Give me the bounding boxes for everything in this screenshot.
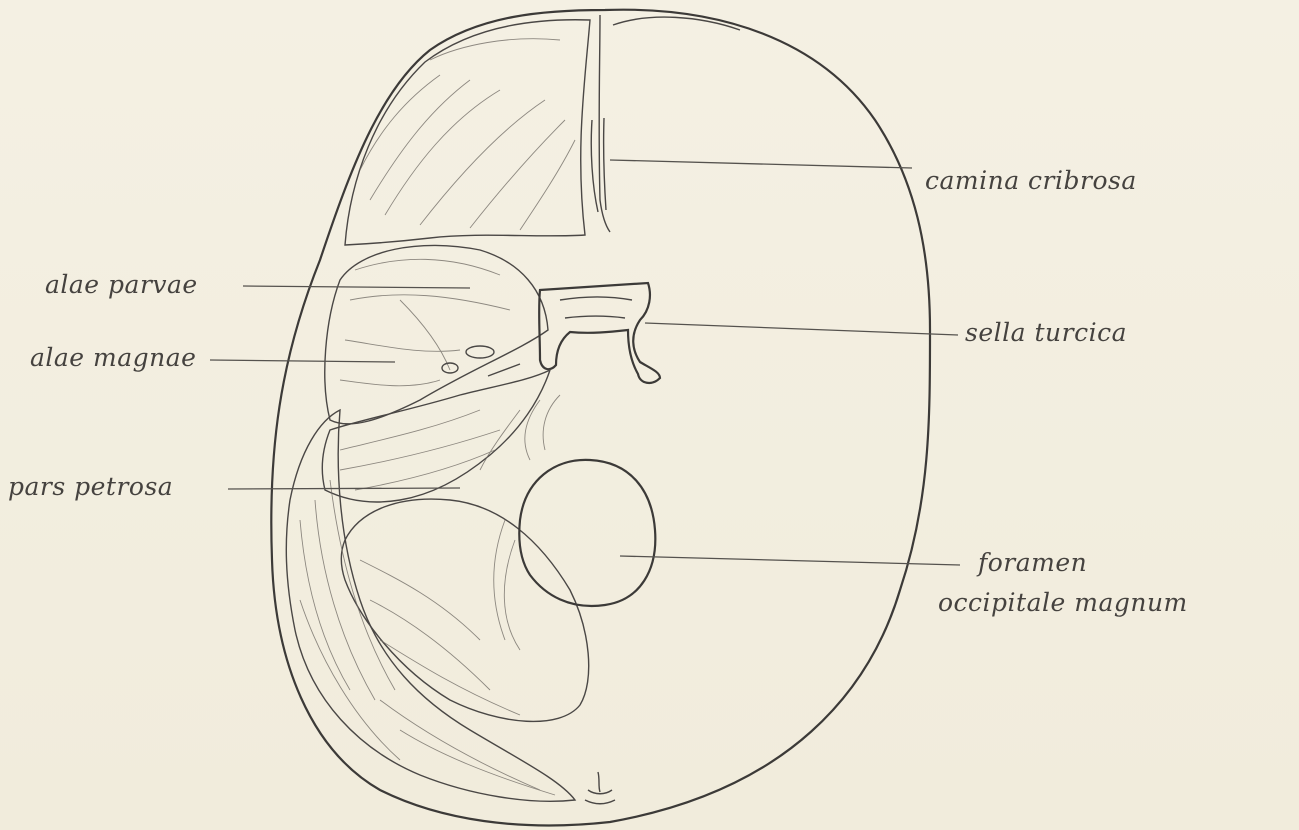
foramen-spinosum (488, 364, 520, 376)
label-camina-cribrosa: camina cribrosa (925, 166, 1137, 195)
foramen-magnum-shape (519, 460, 655, 606)
label-foramen: foramen (978, 548, 1087, 577)
leader-alae-parvae (243, 286, 470, 288)
leader-camina-cribrosa (610, 160, 912, 168)
leader-pars-petrosa (228, 488, 460, 489)
label-occipitale-magnum: occipitale magnum (938, 588, 1188, 617)
cerebellar-lobe (341, 499, 588, 721)
sella-inner (560, 297, 632, 318)
foramen-rotundum (466, 346, 494, 358)
label-pars-petrosa: pars petrosa (8, 472, 173, 501)
middle-fossa-hatching (340, 259, 510, 385)
foramen-rim-hatching (494, 395, 560, 650)
leader-alae-magnae (210, 360, 395, 362)
midline-groove (599, 15, 740, 232)
sella-turcica-shape (539, 283, 660, 383)
skull-outline (271, 10, 930, 826)
middle-fossa (325, 245, 548, 424)
label-sella-turcica: sella turcica (965, 318, 1127, 347)
pars-petrosa-shape (322, 370, 550, 502)
label-alae-parvae: alae parvae (45, 270, 198, 299)
label-alae-magnae: alae magnae (30, 343, 196, 372)
foramen-ovale (442, 363, 458, 373)
occipital-crest (585, 772, 615, 804)
anterior-fossa-hatching (360, 39, 575, 230)
leader-sella-turcica (645, 323, 958, 335)
posterior-fossa (286, 410, 575, 801)
